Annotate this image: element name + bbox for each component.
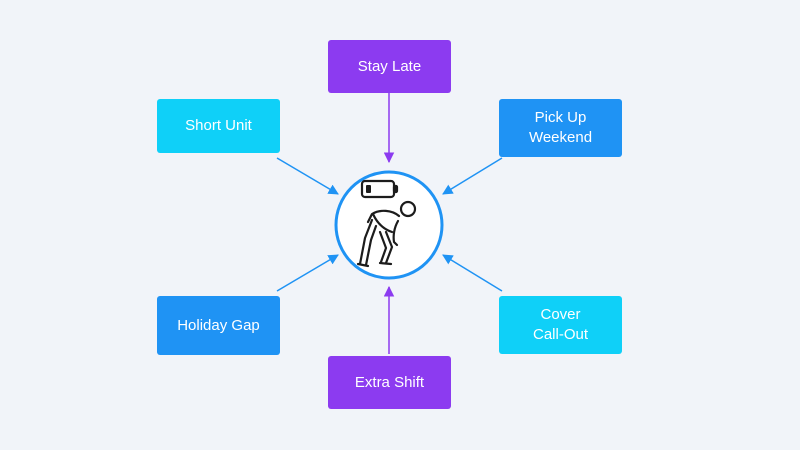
center-circle [334, 170, 444, 280]
node-cover-call-out: Cover Call-Out [499, 296, 622, 354]
node-extra-shift: Extra Shift [328, 356, 451, 409]
node-label: Stay Late [357, 57, 422, 75]
node-label: Short Unit [185, 117, 252, 134]
node-label: Pick Up Weekend [528, 109, 593, 146]
arrow-cover-call-out-to-center [442, 254, 503, 292]
tired-worker-low-battery-icon [356, 179, 417, 268]
node-short-unit: Short Unit [157, 99, 280, 153]
node-label: Extra Shift [354, 373, 425, 391]
node-label: Holiday Gap [177, 316, 260, 334]
node-pick-up-weekend: Pick Up Weekend [499, 99, 622, 157]
node-label: Cover Call-Out [532, 306, 588, 343]
node-holiday-gap: Holiday Gap [157, 296, 280, 355]
node-stay-late: Stay Late [328, 40, 451, 93]
arrow-pick-up-weekend-to-center [442, 157, 503, 195]
arrow-holiday-gap-to-center [276, 254, 339, 292]
arrow-short-unit-to-center [276, 157, 339, 195]
